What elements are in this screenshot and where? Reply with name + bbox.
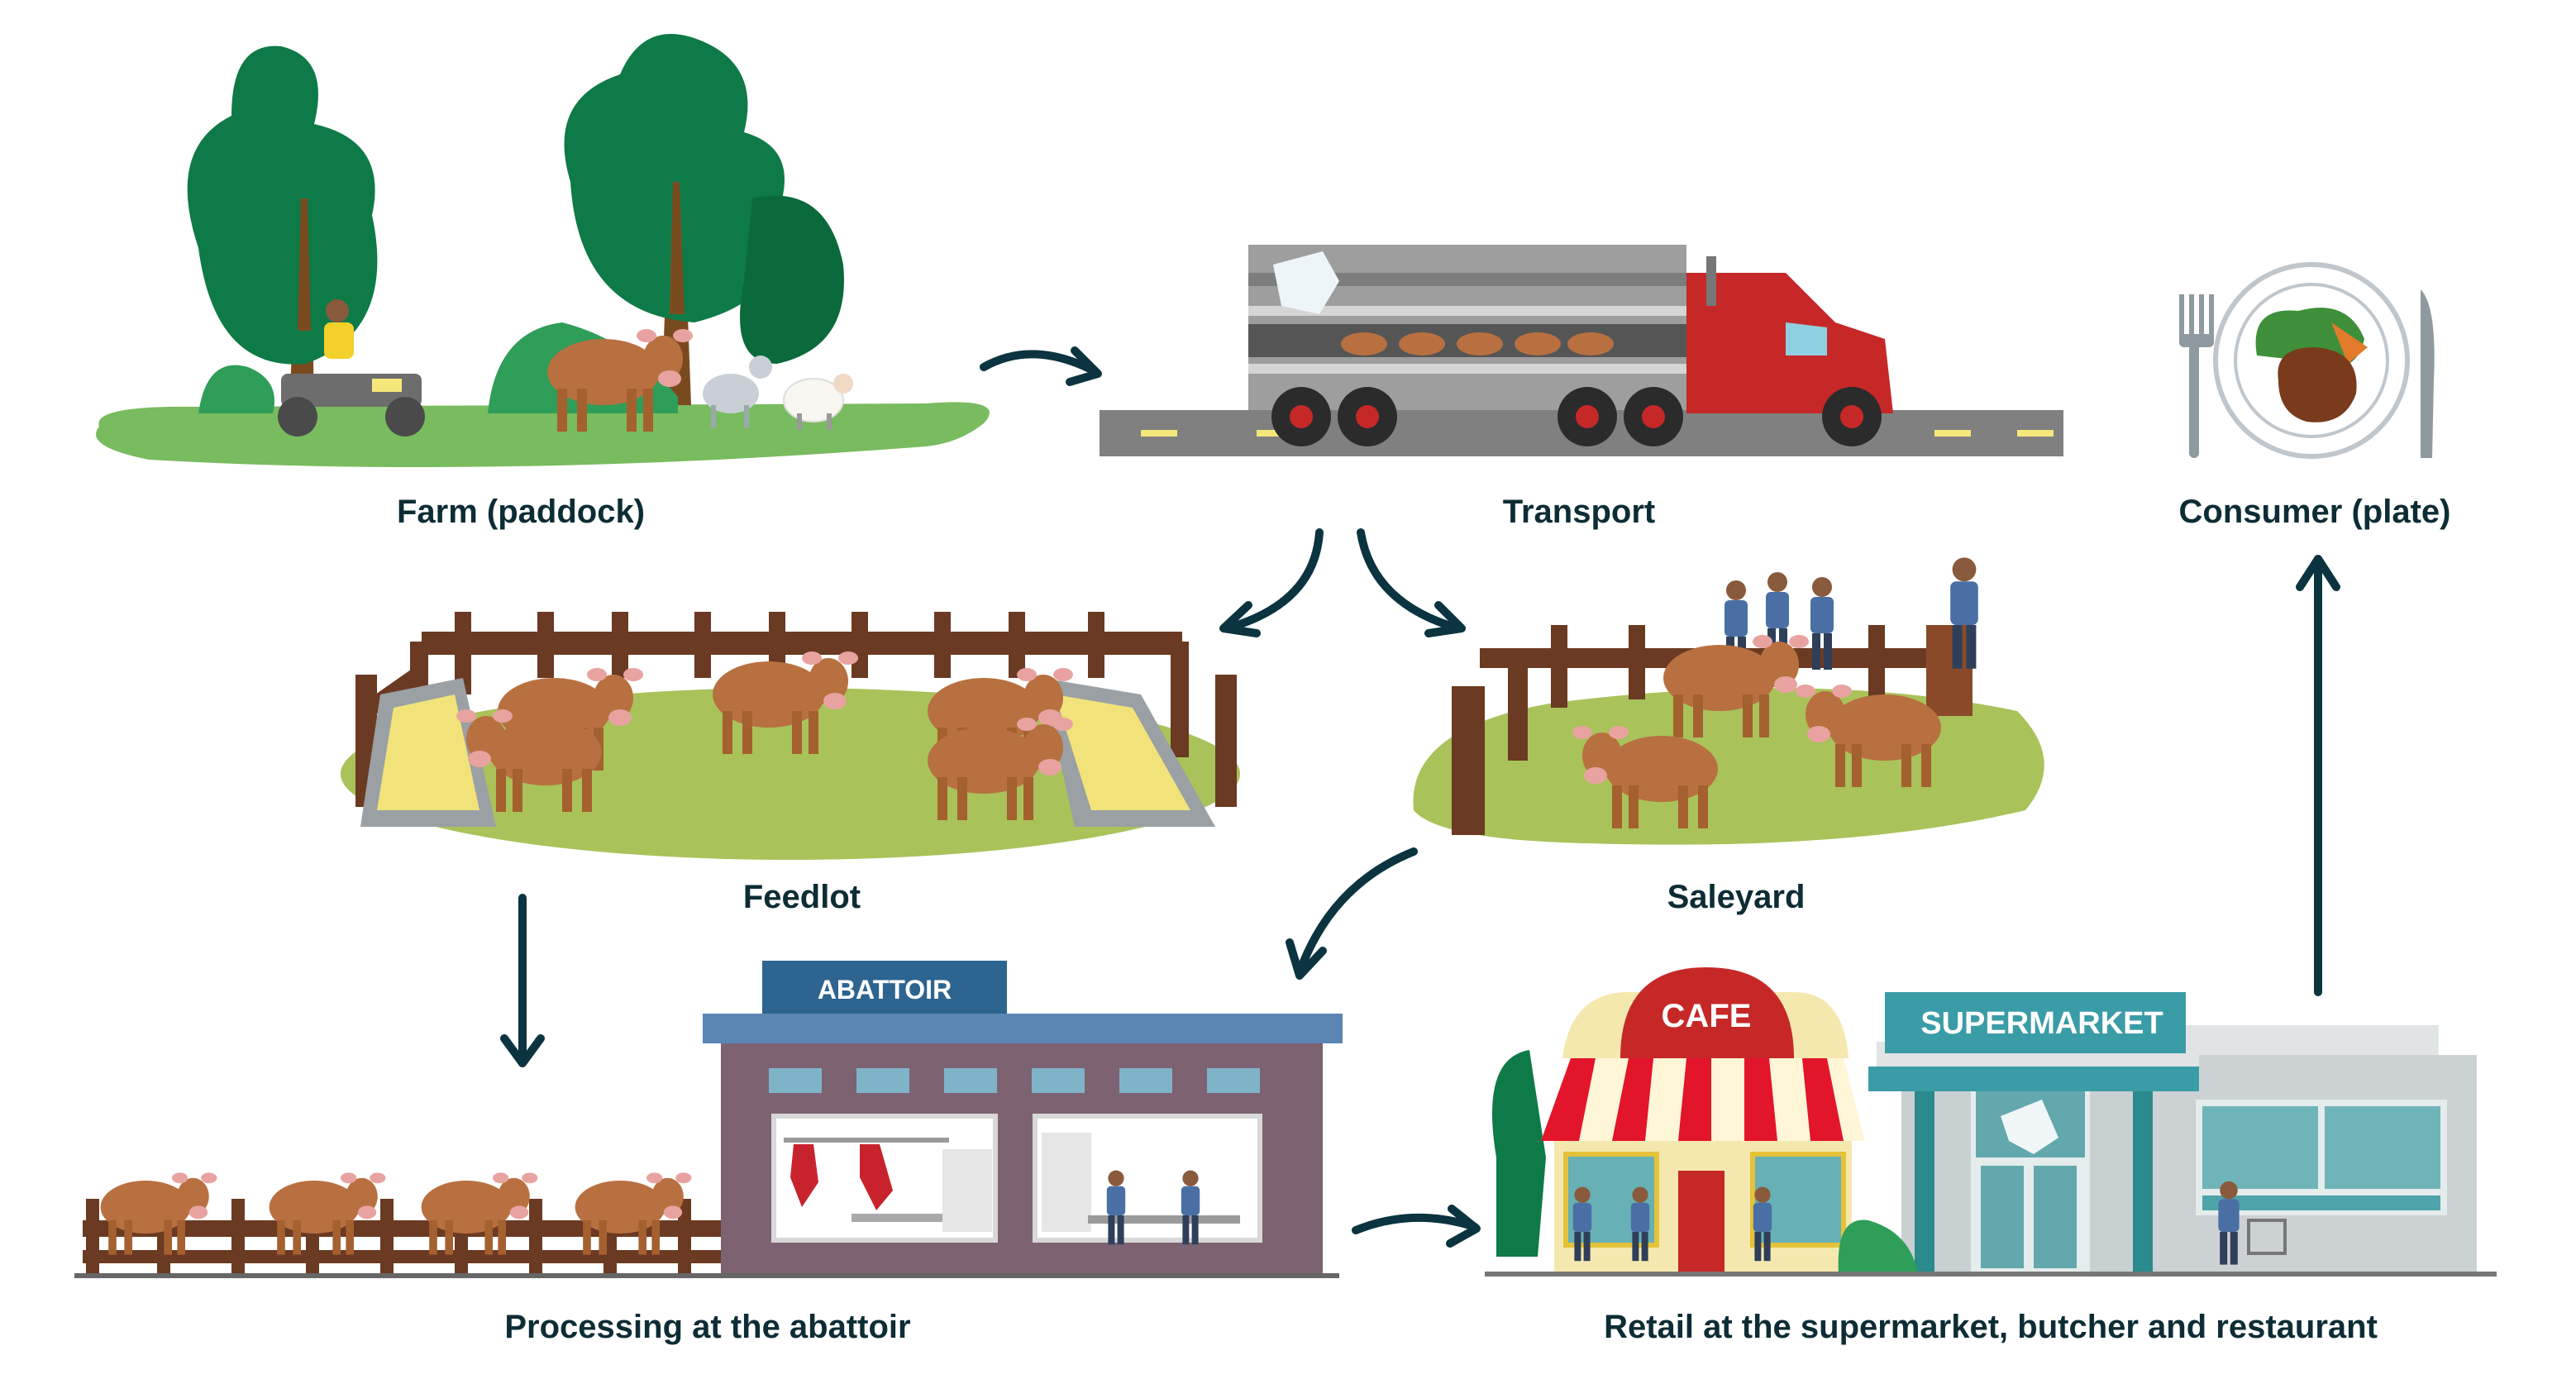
supermarket-sign <box>1885 992 2186 1053</box>
saleyard-illustration <box>1413 557 2044 845</box>
stage-label-transport: Transport <box>1503 494 1655 530</box>
arrow-transport-to-feedlot <box>1219 528 1324 637</box>
tree-icon <box>564 34 844 405</box>
quad-bike-icon <box>278 299 425 437</box>
arrow-abattoir-to-retail <box>1352 1205 1481 1248</box>
feedlot-illustration <box>341 612 1240 860</box>
abattoir-sign-text: ABATTOIR <box>818 975 952 1005</box>
tree-icon <box>187 45 378 413</box>
auction-podium <box>1926 625 1973 716</box>
abattoir-sign <box>762 961 1007 1014</box>
arrow-feedlot-to-abattoir <box>500 894 545 1067</box>
cow-icon <box>421 1172 538 1255</box>
arrow-saleyard-to-abattoir <box>1286 847 1418 980</box>
farm-illustration <box>96 34 990 467</box>
australia-map-icon <box>1273 251 1339 314</box>
arrow-transport-to-saleyard <box>1357 528 1466 637</box>
plate-illustration <box>2179 262 2435 459</box>
truck-illustration <box>1100 245 2063 456</box>
stage-label-saleyard: Saleyard <box>1667 879 1806 915</box>
stage-label-feedlot: Feedlot <box>743 879 861 915</box>
fence <box>83 1199 721 1273</box>
cafe-sign-text: CAFE <box>1662 998 1752 1034</box>
trolley-icon <box>2247 1219 2287 1255</box>
knife-icon <box>2421 289 2435 458</box>
stage-label-farm: Farm (paddock) <box>397 494 645 530</box>
meat-carcass-icon <box>790 1144 818 1207</box>
stage-label-retail: Retail at the supermarket, butcher and r… <box>1604 1309 2378 1345</box>
cow-icon <box>269 1172 386 1255</box>
retail-illustration: SUPERMARKET CAFE <box>1485 967 2497 1277</box>
australia-map-icon <box>2001 1100 2058 1154</box>
meat-carcass-icon <box>860 1144 893 1210</box>
fork-icon <box>2189 339 2199 458</box>
stage-label-abattoir: Processing at the abattoir <box>504 1309 910 1345</box>
sheep-icon <box>703 356 853 430</box>
awning <box>1541 1058 1865 1141</box>
arrow-farm-to-transport <box>980 346 1102 386</box>
flow-arrows <box>500 346 2340 1248</box>
supermarket-sign-text: SUPERMARKET <box>1920 1006 2163 1041</box>
cafe-door <box>1678 1171 1724 1273</box>
abattoir-illustration: ABATTOIR <box>74 961 1343 1278</box>
steak-icon <box>2278 347 2357 422</box>
stage-label-consumer: Consumer (plate) <box>2179 494 2451 530</box>
cow-icon <box>575 1172 692 1255</box>
arrow-retail-to-consumer <box>2296 555 2340 996</box>
